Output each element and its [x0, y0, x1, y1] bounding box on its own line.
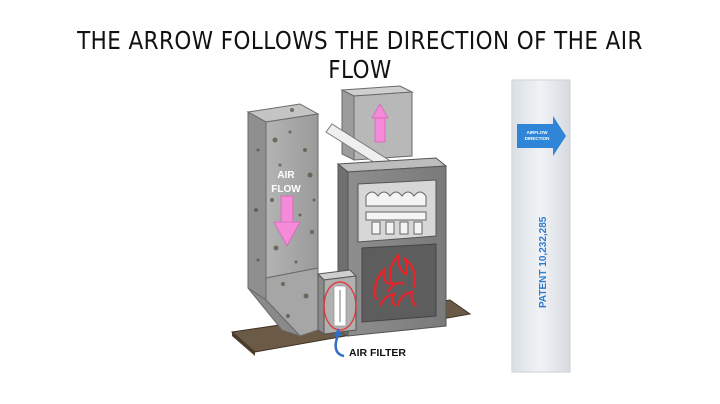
direction-text-line1: AIRFLOW: [527, 130, 549, 135]
filter-box: [316, 269, 358, 335]
flame-icon: [373, 253, 417, 307]
airflow-up-arrow: [371, 103, 389, 143]
filter-pointer-arrow: [334, 333, 345, 358]
direction-text-line2: DIRECTION: [525, 136, 550, 141]
page-title: THE ARROW FOLLOWS THE DIRECTION OF THE A…: [77, 26, 643, 84]
heat-exchanger: [365, 191, 427, 235]
direction-arrow-icon: [517, 116, 566, 156]
airflow-down-arrow: [273, 195, 301, 247]
patent-text: PATENT 10,232,285: [538, 216, 549, 308]
filter-strip: AIRFLOW DIRECTION PATENT 10,232,285: [511, 79, 571, 373]
air-filter-label: AIR FILTER: [349, 347, 406, 359]
air-flow-label-line2: FLOW: [271, 184, 301, 195]
air-flow-label-line1: AIR: [277, 170, 295, 181]
